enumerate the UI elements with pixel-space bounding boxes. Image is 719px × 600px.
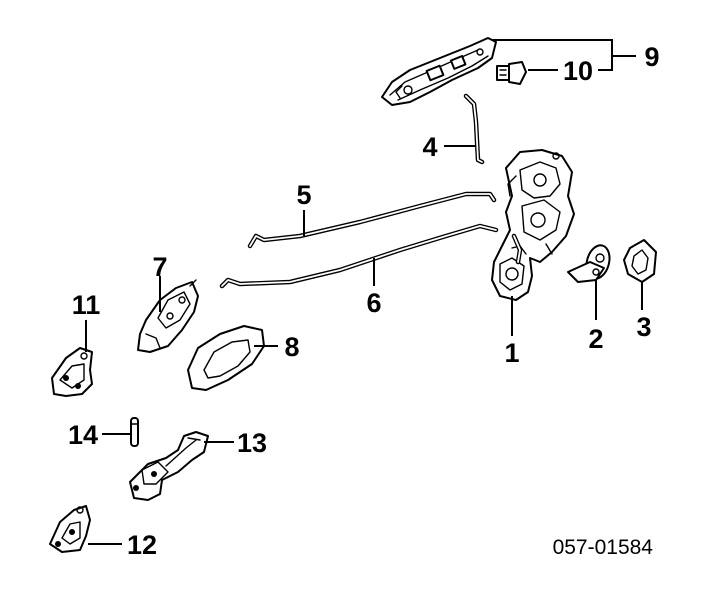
diagram-code: 057-01584 (553, 536, 654, 559)
callout-12: 12 (127, 530, 157, 560)
door-latch-assembly-part-1 (491, 149, 575, 301)
callout-7: 7 (152, 252, 167, 282)
key-cylinder-part-10 (496, 61, 527, 85)
callout-9: 9 (644, 42, 659, 72)
callout-4: 4 (422, 132, 437, 162)
rod-part-5 (247, 191, 497, 249)
callout-labels: 1 2 3 4 5 6 7 8 9 10 11 12 13 14 (68, 42, 660, 560)
inner-door-handle-part-8 (187, 325, 265, 391)
callout-5: 5 (296, 180, 311, 210)
rod-part-6 (219, 223, 499, 289)
hinge-pin-part-14 (130, 417, 139, 447)
callout-14: 14 (68, 420, 98, 450)
inner-handle-bracket-part-7 (137, 279, 199, 353)
leader-lines (85, 39, 643, 545)
callout-3: 3 (636, 312, 651, 342)
striker-part-2 (567, 244, 611, 283)
leader-9 (492, 39, 636, 71)
callout-1: 1 (504, 338, 519, 368)
callout-13: 13 (237, 428, 267, 458)
callout-10: 10 (563, 56, 593, 86)
callout-2: 2 (588, 324, 603, 354)
door-hinge-part-12 (49, 505, 91, 553)
door-check-part-13 (129, 431, 209, 501)
outer-door-handle-part-9 (381, 37, 497, 106)
callout-8: 8 (284, 332, 299, 362)
callout-11: 11 (72, 290, 101, 320)
door-hinge-part-11 (51, 347, 93, 397)
linkage-rod-part-4 (463, 93, 485, 165)
callout-6: 6 (366, 288, 381, 318)
gasket-part-3 (623, 239, 657, 283)
